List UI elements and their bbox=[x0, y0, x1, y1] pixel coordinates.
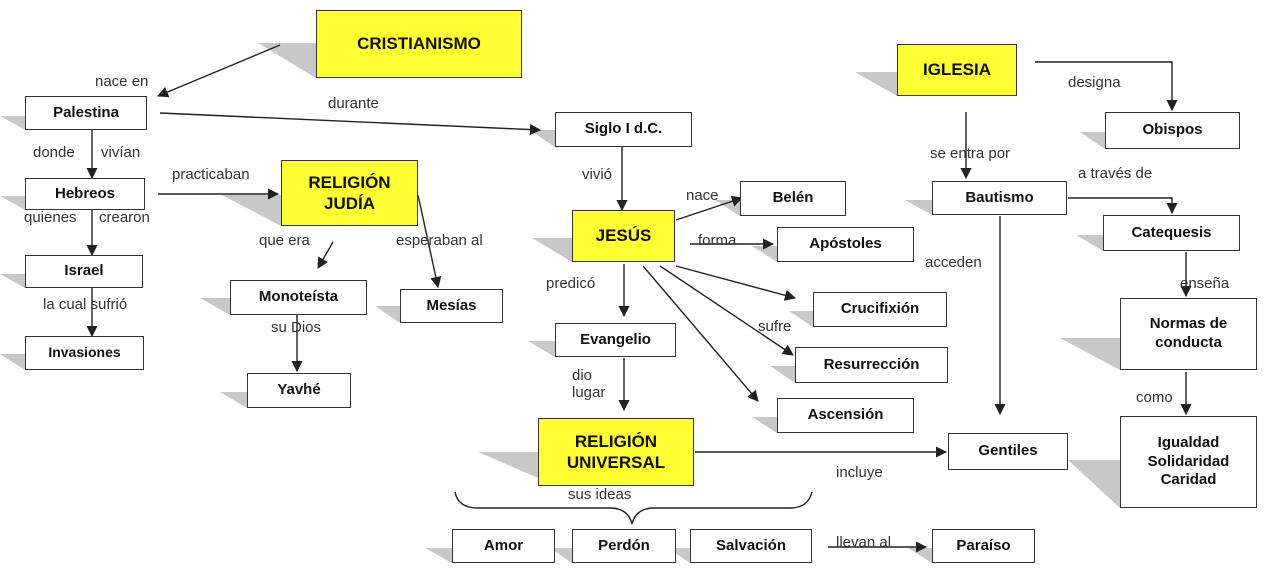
shadow-ascension bbox=[752, 417, 777, 433]
edge-palestina-siglo bbox=[159, 112, 542, 136]
node-evangelio: Evangelio bbox=[555, 323, 676, 357]
edge-religion-judia-monoteista bbox=[317, 241, 334, 269]
label-la-cual-sufrio: la cual sufrió bbox=[43, 296, 128, 313]
label-vivian: vivían bbox=[101, 144, 141, 161]
label-forma: forma bbox=[698, 232, 737, 249]
node-yavhe: Yavhé bbox=[247, 373, 351, 408]
label-llevan-al: llevan al bbox=[836, 534, 892, 551]
label-como: como bbox=[1136, 389, 1173, 406]
edge-jesus-belen bbox=[675, 195, 744, 221]
label-ensena: enseña bbox=[1180, 275, 1230, 292]
node-crucifixion: Crucifixión bbox=[813, 292, 947, 327]
node-palestina: Palestina bbox=[25, 96, 147, 130]
shadow-apostoles bbox=[752, 246, 777, 262]
node-normas: Normas de conducta bbox=[1120, 298, 1257, 370]
node-ascension: Ascensión bbox=[777, 398, 914, 433]
node-amor: Amor bbox=[452, 529, 555, 563]
node-monoteista: Monoteísta bbox=[230, 280, 367, 315]
shadow-monoteista bbox=[200, 298, 230, 315]
node-mesias: Mesías bbox=[400, 289, 503, 323]
node-hebreos: Hebreos bbox=[25, 178, 145, 210]
node-resurreccion: Resurrección bbox=[795, 347, 948, 383]
node-apostoles: Apóstoles bbox=[777, 227, 914, 262]
edge-jesus-resurreccion bbox=[659, 265, 794, 356]
node-valores: Igualdad Solidaridad Caridad bbox=[1120, 416, 1257, 508]
shadow-jesus bbox=[532, 238, 572, 262]
shadow-invasiones bbox=[0, 354, 25, 370]
label-esperaban-al: esperaban al bbox=[396, 232, 483, 249]
shadow-evangelio bbox=[528, 341, 555, 357]
label-a-traves-de: a través de bbox=[1078, 165, 1153, 182]
label-donde: donde bbox=[33, 144, 75, 161]
label-vivio: vivió bbox=[582, 166, 613, 183]
node-iglesia: IGLESIA bbox=[897, 44, 1017, 96]
node-catequesis: Catequesis bbox=[1103, 215, 1240, 251]
shadow-gentiles bbox=[1068, 460, 1120, 508]
edge-sus-ideas-brace bbox=[454, 491, 813, 525]
node-siglo: Siglo I d.C. bbox=[555, 112, 692, 147]
node-jesus: JESÚS bbox=[572, 210, 675, 262]
label-nace: nace bbox=[686, 187, 719, 204]
shadow-mesias bbox=[375, 306, 400, 323]
node-salvacion: Salvación bbox=[690, 529, 812, 563]
label-quienes: quienes bbox=[24, 209, 77, 226]
edge-religion-judia-mesias bbox=[417, 194, 442, 289]
label-crearon: crearon bbox=[99, 209, 150, 226]
node-cristianismo: CRISTIANISMO bbox=[316, 10, 522, 78]
shadow-perdon bbox=[550, 548, 572, 563]
label-acceden: acceden bbox=[925, 254, 982, 271]
edge-jesus-ascension bbox=[642, 265, 759, 402]
node-religion-universal: RELIGIÓN UNIVERSAL bbox=[538, 418, 694, 486]
shadow-amor bbox=[425, 548, 452, 563]
edge-bautismo-catequesis bbox=[1068, 197, 1178, 215]
node-invasiones: Invasiones bbox=[25, 336, 144, 370]
shadow-paraiso bbox=[908, 548, 932, 563]
shadow-crucifixion bbox=[789, 311, 813, 327]
shadow-yavhe bbox=[220, 392, 247, 408]
shadow-siglo bbox=[530, 130, 555, 147]
label-nace-en: nace en bbox=[95, 73, 149, 90]
label-sus-ideas: sus ideas bbox=[568, 486, 632, 503]
node-perdon: Perdón bbox=[572, 529, 676, 563]
shadow-iglesia bbox=[855, 72, 897, 96]
shadow-religion-judia bbox=[222, 195, 281, 226]
label-practicaban: practicaban bbox=[172, 166, 250, 183]
node-israel: Israel bbox=[25, 255, 143, 288]
shadow-religion-universal bbox=[478, 452, 538, 478]
shadow-obispos bbox=[1080, 132, 1105, 149]
shadow-israel bbox=[0, 274, 25, 288]
label-predico: predicó bbox=[546, 275, 596, 292]
node-obispos: Obispos bbox=[1105, 112, 1240, 149]
label-su-dios: su Dios bbox=[271, 319, 322, 336]
edge-iglesia-obispos bbox=[1035, 61, 1178, 112]
edges bbox=[86, 44, 1192, 553]
node-bautismo: Bautismo bbox=[932, 181, 1067, 215]
node-religion-judia: RELIGIÓN JUDÍA bbox=[281, 160, 418, 226]
node-paraiso: Paraíso bbox=[932, 529, 1035, 563]
node-belen: Belén bbox=[740, 181, 846, 216]
shadow-catequesis bbox=[1076, 235, 1103, 251]
shadow-resurreccion bbox=[770, 366, 795, 383]
node-gentiles: Gentiles bbox=[948, 433, 1068, 470]
label-sufre: sufre bbox=[758, 318, 792, 335]
label-durante: durante bbox=[328, 95, 379, 112]
shadow-bautismo bbox=[905, 200, 932, 215]
shadow-hebreos bbox=[0, 196, 25, 210]
label-se-entra-por: se entra por bbox=[930, 145, 1011, 162]
edge-cristianismo-palestina bbox=[156, 44, 281, 98]
label-que-era: que era bbox=[259, 232, 310, 249]
shadow-normas bbox=[1060, 338, 1120, 370]
label-dio-lugar: dio lugar bbox=[572, 367, 606, 401]
edge-jesus-crucifixion bbox=[675, 265, 797, 301]
shadow-cristianismo bbox=[258, 43, 316, 78]
shadow-palestina bbox=[0, 116, 25, 130]
label-designa: designa bbox=[1068, 74, 1121, 91]
label-incluye: incluye bbox=[836, 464, 883, 481]
